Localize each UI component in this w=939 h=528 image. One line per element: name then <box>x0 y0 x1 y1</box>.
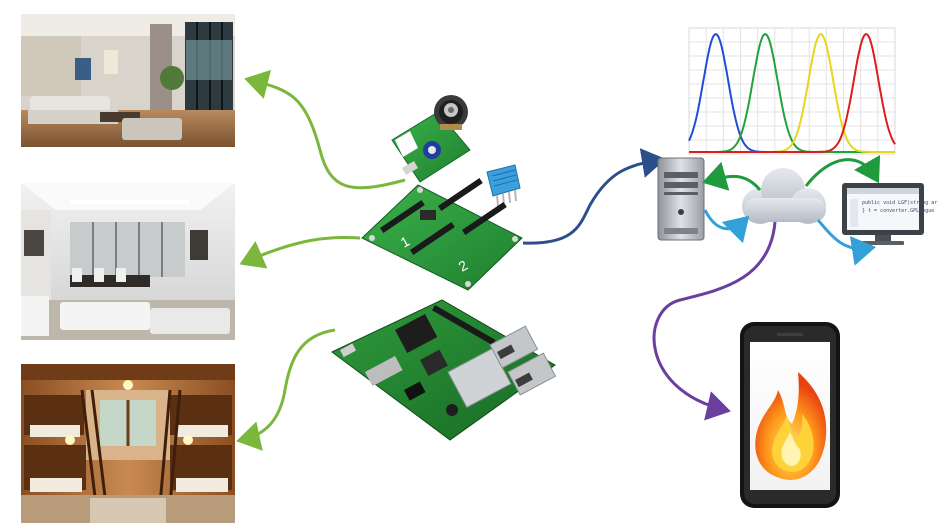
temp-sensor-module <box>486 164 521 207</box>
room-living-photo <box>21 14 235 147</box>
monitor-code-line-1: public void LGF(string ar <box>862 200 937 206</box>
cloud-icon <box>742 168 826 224</box>
monitor-icon: public void LGF(string ar } t = converte… <box>842 183 937 245</box>
gas-sensor-click-board <box>391 95 471 183</box>
signal-chart <box>688 27 896 155</box>
raspberry-pi-board <box>331 299 557 441</box>
smartphone-icon <box>740 322 840 508</box>
chart-curves <box>688 32 896 153</box>
room-modern-photo <box>21 183 235 340</box>
monitor-code-line-2: } t = converter.GPLongue <box>862 208 934 214</box>
arrow-pi-to-server <box>522 148 666 245</box>
arrow-pi-to-bunk <box>236 328 336 451</box>
arrow-gas-to-living <box>244 69 406 190</box>
arrow-hat-to-modern <box>239 235 361 269</box>
arrow-cloud-to-server <box>702 161 762 191</box>
room-bunk-photo <box>21 364 235 523</box>
pi-click-shield-board: 1 2 <box>361 178 523 291</box>
arrow-cloud-to-phone <box>652 221 777 421</box>
arrow-cloud-to-monitor-blue <box>816 219 876 266</box>
chart-curve-4 <box>689 32 896 153</box>
arrow-cloud-to-monitor <box>804 154 881 187</box>
arrow-server-to-cloud <box>703 209 750 244</box>
server-icon <box>657 157 705 241</box>
